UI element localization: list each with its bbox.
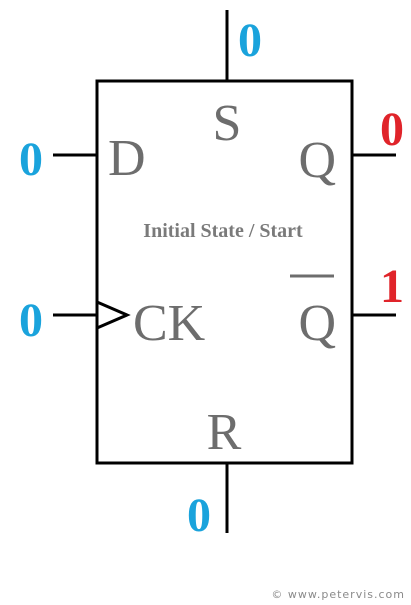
q-bar-pin-label: Q [298,295,336,352]
clock-edge-triangle [96,300,131,330]
q-pin-label: Q [298,132,336,189]
data-pin-label: D [108,130,146,187]
clock-pin-label: CK [133,295,206,352]
set-state-value: 0 [238,14,262,67]
copyright-notice: © www.petervis.com [271,588,405,601]
reset-state-value: 0 [187,489,211,542]
flip-flop-body [95,79,354,465]
clock-state-value: 0 [19,294,43,347]
q-state-value: 0 [380,103,404,156]
q-bar-state-value: 1 [380,260,404,313]
data-state-value: 0 [19,133,43,186]
flip-flop-caption: Initial State / Start [143,220,303,242]
reset-pin-label: R [207,404,242,461]
set-pin-label: S [213,95,242,152]
